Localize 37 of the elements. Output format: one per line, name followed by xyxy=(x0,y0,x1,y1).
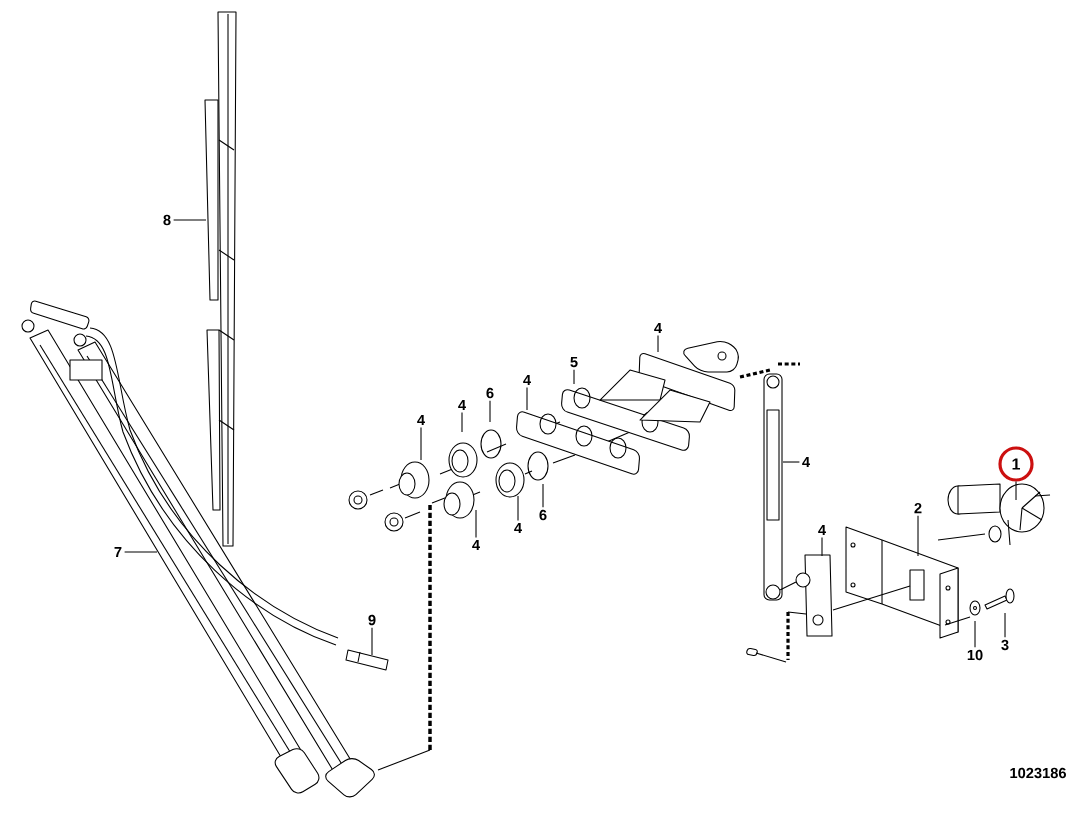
leader-line xyxy=(461,412,463,433)
leader-line xyxy=(173,219,207,221)
leader-line xyxy=(542,483,544,508)
drawing-number: 1023186 xyxy=(1010,767,1066,779)
callout-number: 6 xyxy=(486,387,494,399)
leader-line xyxy=(1015,481,1017,501)
leader-line xyxy=(124,551,158,553)
callout-number: 1 xyxy=(998,446,1034,482)
leader-line xyxy=(489,400,491,423)
leader-line xyxy=(475,509,477,538)
callout-number: 4 xyxy=(818,524,826,536)
leader-line xyxy=(517,495,519,521)
callout-number: 4 xyxy=(472,539,480,551)
callout-number: 4 xyxy=(802,456,810,468)
leader-line xyxy=(420,427,422,461)
leader-line xyxy=(573,369,575,385)
callout-number: 8 xyxy=(163,214,171,226)
leader-line xyxy=(371,627,373,656)
callout-number: 4 xyxy=(514,522,522,534)
callout-number: 7 xyxy=(114,546,122,558)
callout-number: 4 xyxy=(523,374,531,386)
leader-line xyxy=(821,537,823,557)
leader-line xyxy=(1004,612,1006,638)
callout-number: 5 xyxy=(570,356,578,368)
callout-number: 6 xyxy=(539,509,547,521)
callout-number: 4 xyxy=(417,414,425,426)
callout-number: 10 xyxy=(967,649,983,661)
callout-number: 9 xyxy=(368,614,376,626)
leader-line xyxy=(974,620,976,648)
leader-line xyxy=(917,515,919,557)
leader-line xyxy=(526,387,528,411)
callout-number: 3 xyxy=(1001,639,1009,651)
leader-line xyxy=(657,335,659,353)
callout-number: 2 xyxy=(914,502,922,514)
leader-line xyxy=(782,461,800,463)
callout-number: 4 xyxy=(654,322,662,334)
callout-number: 4 xyxy=(458,399,466,411)
